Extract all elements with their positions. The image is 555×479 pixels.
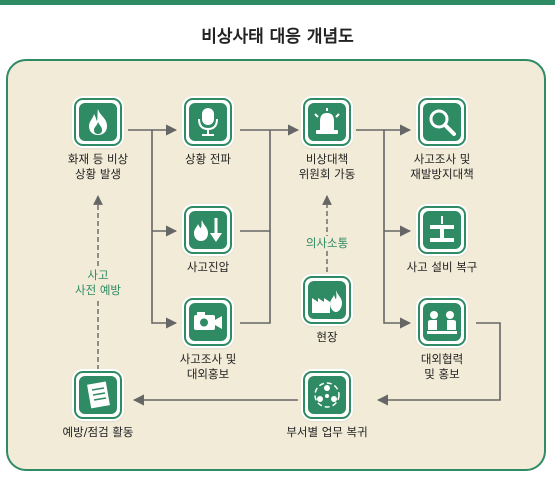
arrow-fire-pr — [151, 130, 178, 329]
node-label: 사고조사 및 대외홍보 — [179, 352, 237, 381]
team-cycle-icon — [308, 376, 346, 414]
fire-extinguish-icon — [189, 211, 227, 249]
factory-fire-icon — [308, 281, 346, 319]
camera-icon — [189, 303, 227, 341]
node-repair: 사고 설비 복구 — [382, 206, 502, 275]
arrow-committee-cooperation — [383, 130, 412, 329]
siren-icon — [308, 103, 346, 141]
page-title: 비상사태 대응 개념도 — [201, 27, 354, 47]
node-label: 사고진압 — [186, 260, 230, 274]
node-label: 현장 — [316, 330, 338, 344]
arrow-pr-merge — [240, 231, 271, 324]
node-prevention: 예방/점검 활동 — [38, 371, 158, 440]
magnifier-icon — [423, 103, 461, 141]
node-committee: 비상대책 위원회 가동 — [267, 98, 387, 182]
node-label: 예방/점검 활동 — [62, 425, 134, 439]
side-label-prevent: 사고 사전 예방 — [70, 268, 126, 298]
side-label-communication: 의사소통 — [303, 236, 351, 251]
node-label: 사고 설비 복구 — [406, 260, 478, 274]
node-label: 비상대책 위원회 가동 — [298, 152, 356, 181]
node-site: 현장 — [267, 276, 387, 345]
arrow-cooperation-recovery — [376, 322, 501, 406]
node-label: 화재 등 비상 상황 발생 — [67, 152, 129, 181]
node-label: 사고조사 및 재발방지대책 — [410, 152, 474, 181]
checklist-icon — [79, 376, 117, 414]
node-fire: 화재 등 비상 상황 발생 — [38, 98, 158, 182]
node-suppress: 사고진압 — [148, 206, 268, 275]
node-recovery: 부서별 업무 복귀 — [267, 371, 387, 440]
microphone-icon — [189, 103, 227, 141]
crane-beam-icon — [423, 211, 461, 249]
top-accent-bar — [0, 0, 555, 5]
node-cooperation: 대외협력 및 홍보 — [382, 298, 502, 382]
node-report: 상황 전파 — [148, 98, 268, 167]
node-investigate: 사고조사 및 재발방지대책 — [382, 98, 502, 182]
node-pr: 사고조사 및 대외홍보 — [148, 298, 268, 382]
node-label: 부서별 업무 복귀 — [286, 425, 368, 439]
node-label: 상황 전파 — [185, 152, 231, 166]
flame-icon — [79, 103, 117, 141]
node-label: 대외협력 및 홍보 — [420, 352, 464, 381]
meeting-icon — [423, 303, 461, 341]
